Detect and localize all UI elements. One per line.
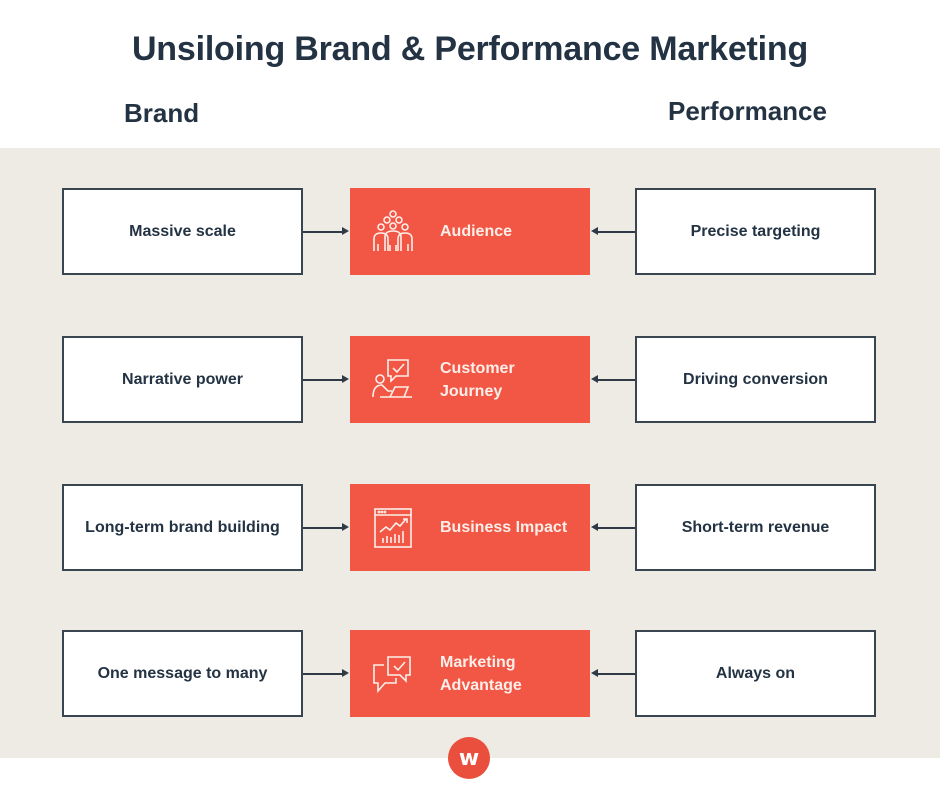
- customer-journey-icon: [372, 358, 412, 398]
- brand-logo: w: [448, 737, 490, 779]
- page-title: Unsiloing Brand & Performance Marketing: [131, 30, 809, 68]
- brand-box: Long-term brand building: [62, 484, 303, 571]
- arrow-left: [591, 376, 635, 382]
- arrow-right: [303, 376, 349, 382]
- performance-box: Always on: [635, 630, 876, 717]
- arrow-left: [591, 524, 635, 530]
- diagram-row-business-impact: Long-term brand building Business Impact…: [0, 484, 940, 571]
- brand-box: One message to many: [62, 630, 303, 717]
- arrow-right: [303, 670, 349, 676]
- center-box-customer-journey: Customer Journey: [350, 336, 590, 423]
- brand-box: Massive scale: [62, 188, 303, 275]
- center-label: Marketing Advantage: [440, 653, 522, 694]
- performance-box: Short-term revenue: [635, 484, 876, 571]
- center-box-marketing-advantage: Marketing Advantage: [350, 630, 590, 717]
- arrow-left: [591, 670, 635, 676]
- performance-box: Driving conversion: [635, 336, 876, 423]
- arrow-left: [591, 228, 635, 234]
- performance-column-heading: Performance: [668, 96, 827, 126]
- center-label: Business Impact: [440, 519, 568, 536]
- performance-box: Precise targeting: [635, 188, 876, 275]
- diagram-row-marketing-advantage: One message to many Marketing Advantage …: [0, 630, 940, 717]
- brand-column-heading: Brand: [124, 98, 200, 128]
- center-box-business-impact: Business Impact: [350, 484, 590, 571]
- brand-box: Narrative power: [62, 336, 303, 423]
- center-label: Audience: [440, 223, 513, 240]
- arrow-right: [303, 524, 349, 530]
- center-box-audience: Audience: [350, 188, 590, 275]
- audience-icon: [373, 209, 413, 251]
- diagram-row-audience: Massive scale Audience Precise targeting: [0, 188, 940, 275]
- arrow-right: [303, 228, 349, 234]
- business-impact-chart-icon: [374, 507, 412, 548]
- chat-bubbles-icon: [373, 655, 411, 693]
- center-label: Customer Journey: [440, 359, 515, 400]
- diagram-row-customer-journey: Narrative power Customer Journey Driving…: [0, 336, 940, 423]
